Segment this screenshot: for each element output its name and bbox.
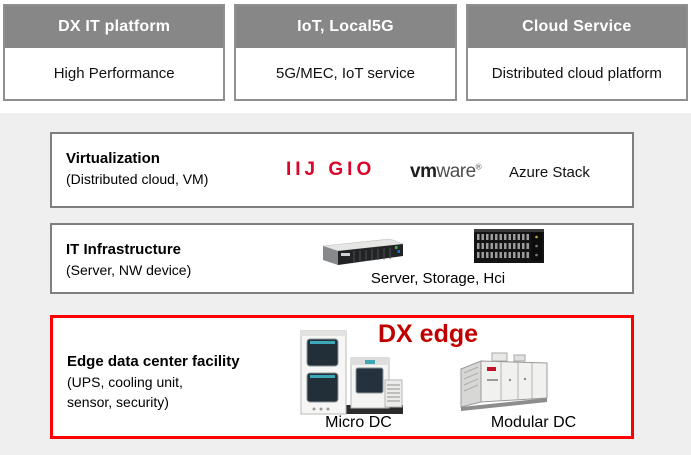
azure-stack-label: Azure Stack	[509, 164, 590, 181]
card-dx-it-platform: DX IT platform High Performance	[3, 4, 226, 101]
edge-titleblock: Edge data center facility (UPS, cooling …	[67, 351, 240, 413]
rack-server-image	[322, 238, 404, 265]
card-iot-local5g: IoT, Local5G 5G/MEC, IoT service	[234, 4, 457, 101]
edge-subtitle-line2: sensor, security)	[67, 394, 169, 411]
card-dx-it-platform-body: High Performance	[53, 65, 175, 82]
registered-mark-icon: ®	[475, 162, 482, 172]
card-cloud-service-body: Distributed cloud platform	[491, 65, 662, 82]
it-title: IT Infrastructure	[66, 241, 182, 258]
top-row: DX IT platform High Performance IoT, Loc…	[3, 4, 688, 101]
micro-dc-image	[300, 330, 403, 415]
micro-dc-label: Micro DC	[325, 414, 392, 431]
it-subtitle: (Server, NW device)	[66, 262, 192, 278]
card-iot-local5g-header: IoT, Local5G	[236, 6, 455, 48]
virtualization-subtitle: (Distributed cloud, VM)	[66, 171, 209, 187]
dx-edge-badge: DX edge	[378, 320, 479, 348]
it-titleblock: IT Infrastructure (Server, NW device)	[66, 239, 191, 280]
it-caption: Server, Storage, Hci	[370, 270, 506, 287]
card-dx-it-platform-header: DX IT platform	[5, 6, 224, 48]
card-iot-local5g-body: 5G/MEC, IoT service	[276, 65, 415, 82]
edge-title: Edge data center facility	[67, 353, 240, 370]
storage-array-image	[474, 229, 544, 263]
modular-dc-label: Modular DC	[490, 414, 577, 431]
modular-dc-image	[460, 352, 548, 411]
virtualization-titleblock: Virtualization (Distributed cloud, VM)	[66, 148, 208, 189]
layer-edge-facility: Edge data center facility (UPS, cooling …	[50, 315, 634, 439]
iij-gio-logo: IIJ GIO	[286, 159, 376, 180]
card-cloud-service: Cloud Service Distributed cloud platform	[465, 4, 688, 101]
vmware-logo-vm: vm	[410, 161, 437, 182]
virtualization-title: Virtualization	[66, 150, 160, 167]
vmware-logo-ware: ware	[436, 161, 476, 182]
layer-virtualization: Virtualization (Distributed cloud, VM) I…	[50, 132, 634, 208]
vmware-logo: vmware®	[410, 161, 482, 183]
edge-subtitle-line1: (UPS, cooling unit,	[67, 374, 183, 390]
layer-it-infrastructure: IT Infrastructure (Server, NW device)	[50, 223, 634, 294]
card-cloud-service-header: Cloud Service	[467, 6, 686, 48]
